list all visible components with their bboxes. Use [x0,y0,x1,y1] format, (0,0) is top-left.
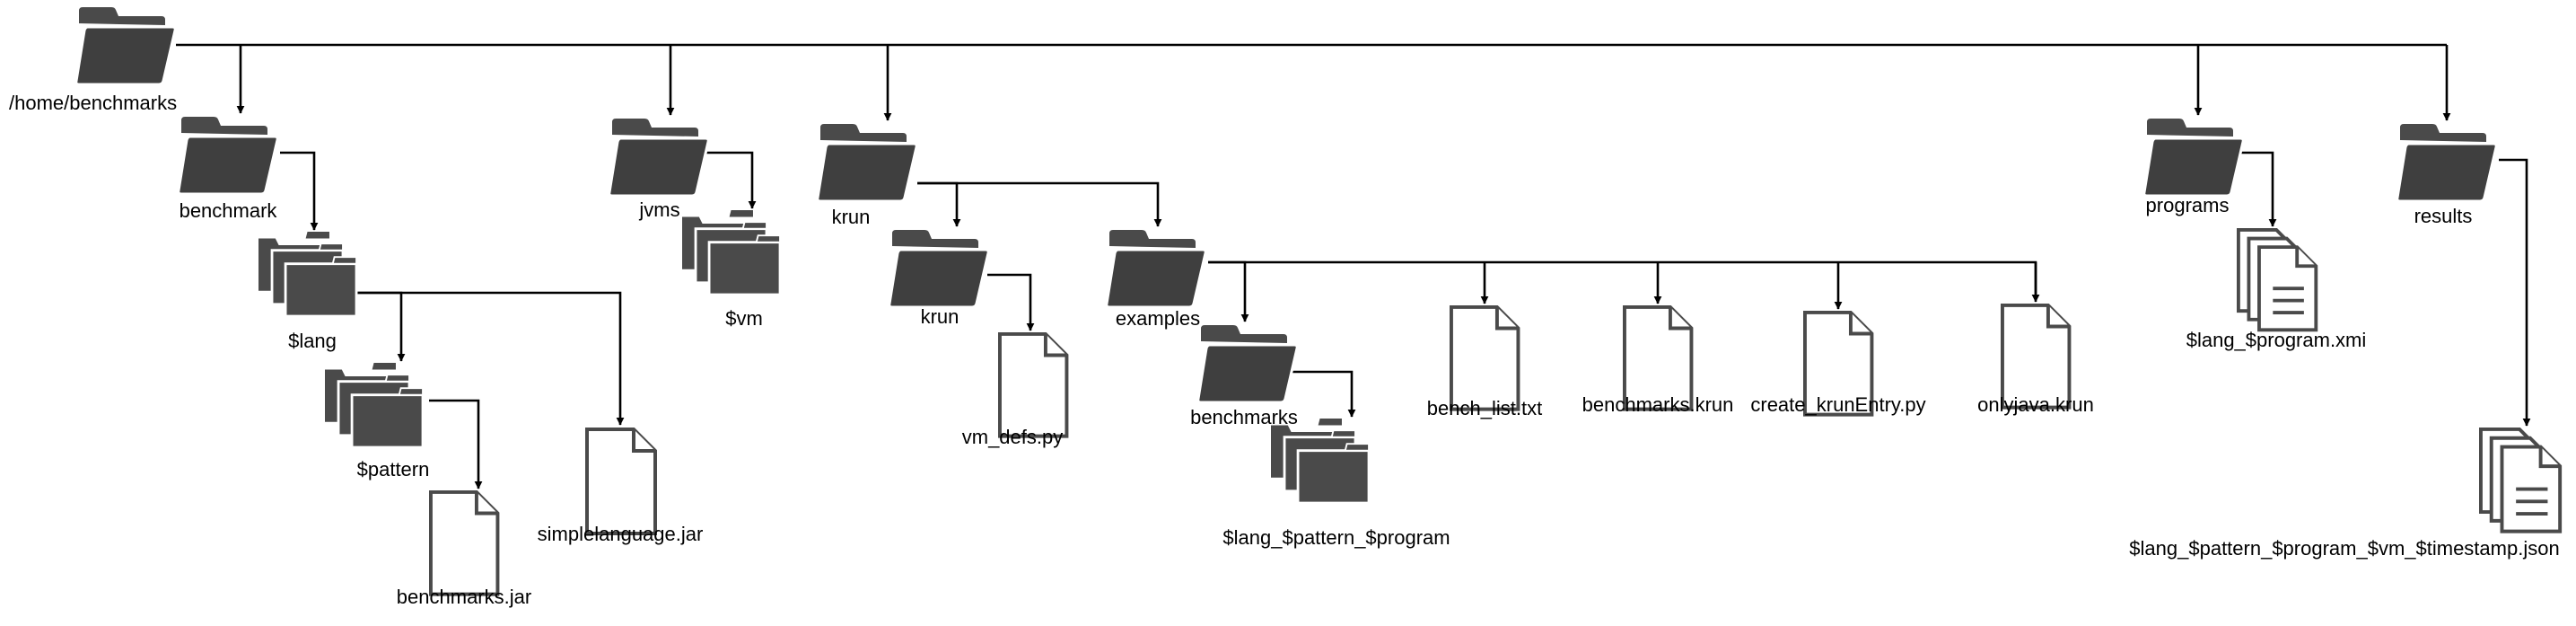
file-icon [1449,304,1520,411]
edge-programs-xmi [2239,151,2277,227]
folder-stack-icon [1269,417,1371,505]
edge-examples-benchmarksdir [1208,260,1249,322]
folder-icon [888,228,990,309]
node-benchmarks-dir[interactable]: benchmarks [1190,323,1299,428]
node-benchmark[interactable]: benchmark [177,115,279,222]
node-label: results [2414,205,2473,227]
file-icon [585,428,657,535]
node-label: $pattern [357,458,430,481]
document-stack-icon [2236,227,2318,332]
node-label: create_krunEntry.py [1750,393,1925,416]
node-label: programs [2146,194,2230,216]
node-label: examples [1116,307,1200,330]
node-label: $vm [725,307,763,330]
node-label: $lang_$program.xmi [2186,329,2367,351]
tree-edges [176,43,2531,489]
edge-benchmarksdir-langpatternprogram [1292,370,1356,418]
node-label: benchmarks [1190,406,1298,428]
node-benchmarks-jar[interactable]: benchmarks.jar [397,490,531,608]
edge-lang-simplelanguage [357,291,625,426]
folder-stack-icon [323,361,425,449]
edge-lang-pattern [357,291,406,362]
node-label: benchmarks.jar [397,586,531,608]
folder-icon [608,117,710,198]
node-bench-list[interactable]: bench_list.txt [1427,304,1542,419]
node-root[interactable]: /home/benchmarks [9,5,177,114]
edge-benchmark-lang [280,151,319,231]
document-stack-icon [2478,427,2563,533]
node-jvms[interactable]: jvms [608,117,710,221]
node-programs[interactable]: programs [2142,117,2245,216]
node-onlyjava-krun[interactable]: onlyjava.krun [1977,303,2094,416]
node-label: $lang_$pattern_$program [1222,526,1450,549]
node-label: $lang_$pattern_$program_$vm_$timestamp.j… [2129,537,2559,560]
node-label: jvms [638,198,679,221]
node-label: simplelanguage.jar [538,523,704,545]
edge-krun-krunsub [917,181,961,227]
edge-jvms-vm [704,151,757,209]
node-label: /home/benchmarks [9,92,177,114]
file-icon [428,490,500,596]
node-benchmarks-krun[interactable]: benchmarks.krun [1582,304,1734,416]
node-label: krun [921,305,959,328]
folder-icon [177,115,279,196]
folder-icon [1196,323,1299,404]
node-examples[interactable]: examples [1105,228,1207,330]
folder-icon [2396,122,2498,203]
node-label: benchmark [180,199,278,222]
node-label: onlyjava.krun [1977,393,2094,416]
edge-examples-trunk [1208,260,2037,300]
node-simplelanguage-jar[interactable]: simplelanguage.jar [538,428,704,545]
node-krun-sub[interactable]: krun [888,228,990,328]
folder-icon [2142,117,2245,198]
node-lang-pattern-program[interactable]: $lang_$pattern_$program [1222,417,1450,549]
node-results-json[interactable]: $lang_$pattern_$program_$vm_$timestamp.j… [2129,427,2563,560]
folder-icon [816,122,918,203]
node-results[interactable]: results [2396,122,2498,227]
folder-icon [74,5,177,86]
node-pattern[interactable]: $pattern [323,361,430,481]
node-label: vm_defs.py [962,426,1064,448]
node-vm[interactable]: $vm [680,208,782,330]
file-icon [2000,303,2072,410]
node-vm-defs[interactable]: vm_defs.py [962,331,1069,448]
file-icon [997,331,1069,438]
edge-pattern-benchmarksjar [429,399,483,489]
node-label: benchmarks.krun [1582,393,1734,416]
node-create-krunentry[interactable]: create_krunEntry.py [1750,310,1926,417]
edge-krunsub-vmdefs [987,273,1035,331]
node-lang[interactable]: $lang [257,230,358,352]
edge-results-json [2499,158,2531,427]
folder-stack-icon [257,230,358,318]
node-lang-program-xmi[interactable]: $lang_$program.xmi [2186,227,2367,351]
folder-stack-icon [680,208,782,296]
node-krun-top[interactable]: krun [816,122,918,228]
node-label: $lang [288,330,337,352]
edge-krun-examples [917,181,1162,227]
folder-icon [1105,228,1207,309]
node-label: krun [832,206,871,228]
node-label: bench_list.txt [1427,397,1542,419]
